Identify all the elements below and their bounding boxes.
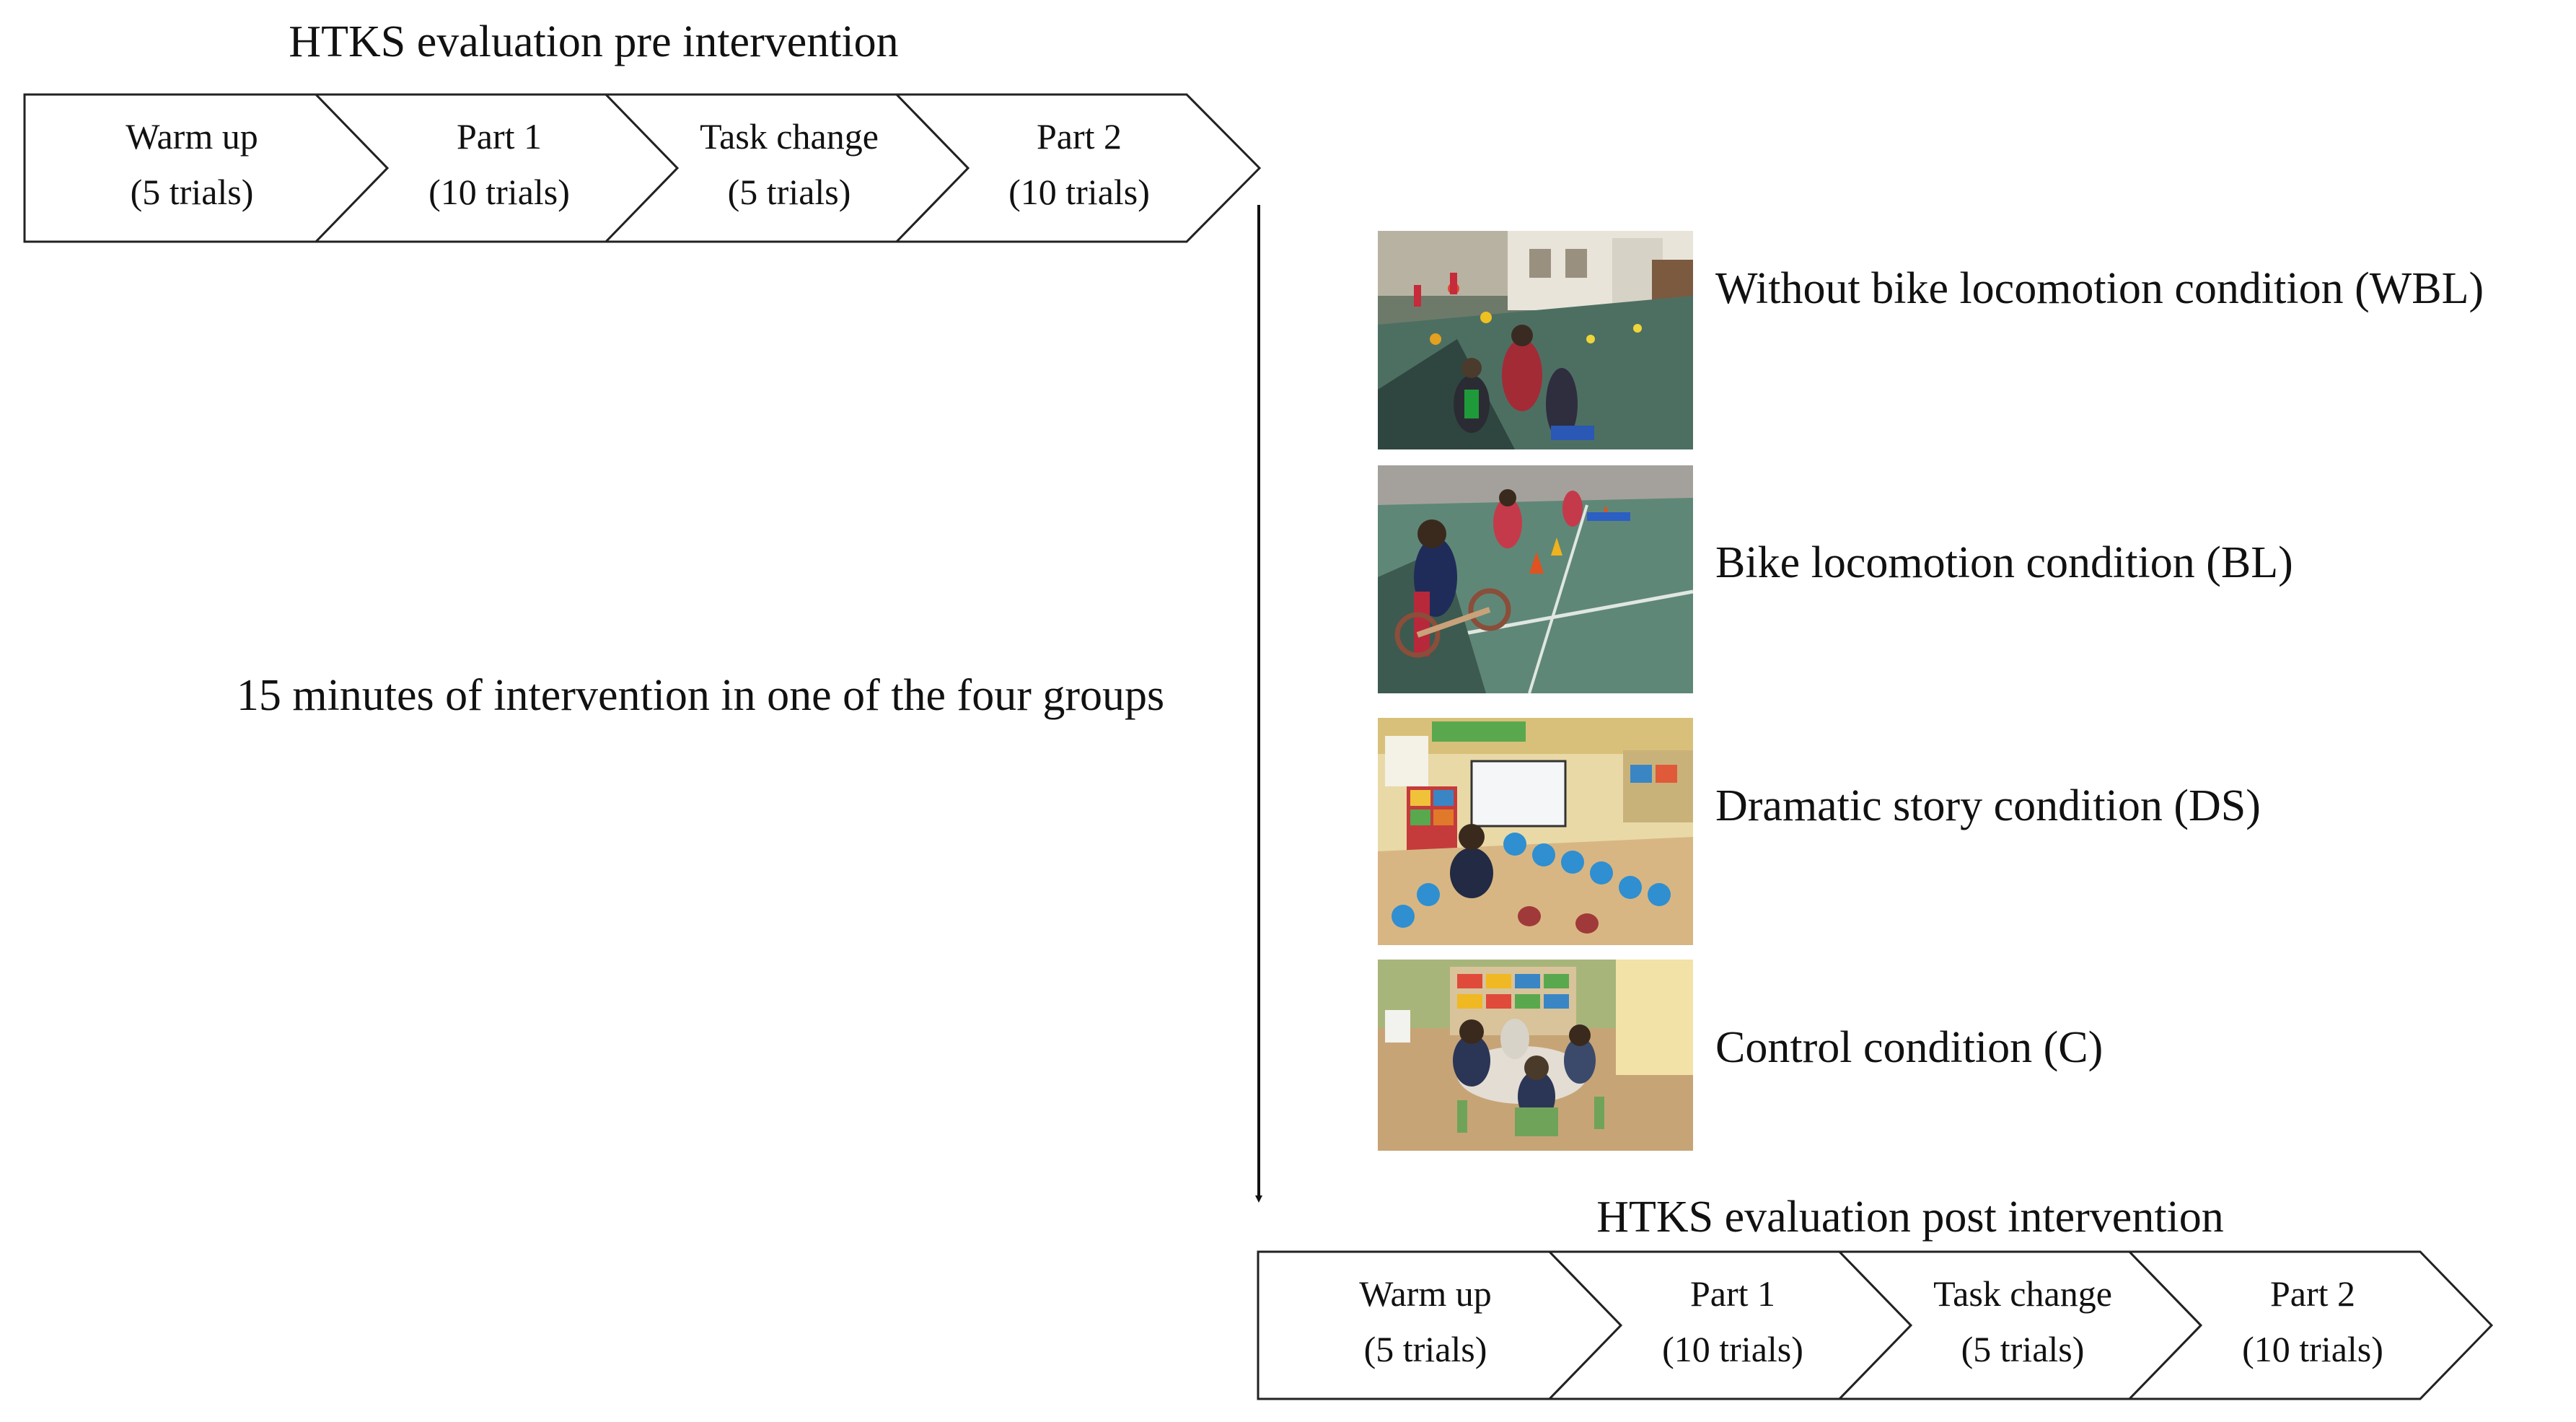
post-step-4-trials: (10 trials) [2242,1329,2383,1369]
condition-label-bl: Bike locomotion condition (BL) [1715,538,2293,587]
post-step-2-label: Part 1 [1690,1273,1775,1314]
post-step-3-trials: (5 trials) [1961,1329,2085,1369]
pre-evaluation-title: HTKS evaluation pre intervention [289,17,898,66]
post-step-2-trials: (10 trials) [1662,1329,1803,1369]
children-balance-bike-course-photo [1378,465,1693,693]
pre-step-3-trials: (5 trials) [728,172,851,212]
pre-step-4-trials: (10 trials) [1008,172,1150,212]
pre-step-4-shape [894,93,1262,243]
pre-step-1-trials: (5 trials) [131,172,254,212]
condition-label-wbl: Without bike locomotion condition (WBL) [1715,264,2484,313]
condition-label-ds: Dramatic story condition (DS) [1715,781,2261,830]
pre-step-3-label: Task change [700,116,879,157]
post-chevron-band: Warm up (5 trials) Part 1 (10 trials) Ta… [1257,1250,2494,1400]
pre-chevron-band: Warm up (5 trials) Part 1 (10 trials) Ta… [23,93,1262,243]
post-step-1-trials: (5 trials) [1364,1329,1487,1369]
classroom-table-activity-photo [1378,960,1693,1151]
post-step-4-label: Part 2 [2270,1273,2355,1314]
pre-step-4-label: Part 2 [1037,116,1122,157]
pre-step-2-label: Part 1 [457,116,542,157]
post-evaluation-title: HTKS evaluation post intervention [1596,1193,2224,1242]
condition-label-c: Control condition (C) [1715,1023,2103,1072]
pre-step-1-label: Warm up [126,116,258,157]
intervention-label: 15 minutes of intervention in one of the… [237,671,1164,720]
children-walking-cone-course-photo [1378,231,1693,449]
pre-step-2-trials: (10 trials) [428,172,570,212]
post-step-1-label: Warm up [1359,1273,1491,1314]
classroom-story-circle-photo [1378,718,1693,945]
post-step-3-label: Task change [1933,1273,2112,1314]
post-step-4-shape [2127,1250,2494,1400]
